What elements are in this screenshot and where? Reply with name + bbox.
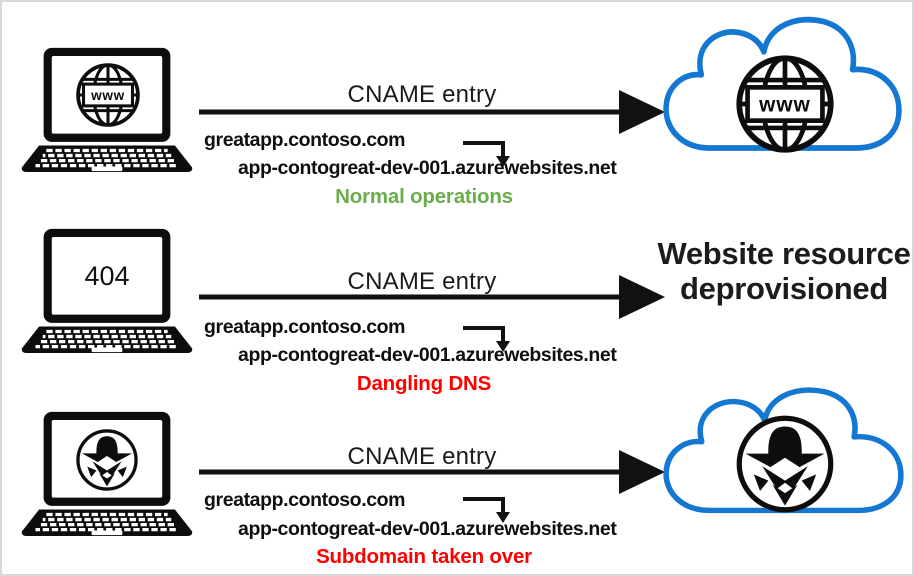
status-label-normal: Normal operations [335,185,513,208]
cname-entry-label: CNAME entry [347,81,497,108]
target-domain-text: app-contogreat-dev-001.azurewebsites.net [238,157,617,179]
deprovisioned-text: Website resource deprovisioned [657,236,911,306]
target-domain-text: app-contogreat-dev-001.azurewebsites.net [238,518,617,540]
cname-entry-label: CNAME entry [347,443,497,470]
globe-www-label: www [758,93,811,116]
cloud-globe-www-icon: www [733,52,837,156]
spy-icon [76,429,138,491]
source-domain-text: greatapp.contoso.com [204,316,406,338]
cname-entry-label: CNAME entry [347,268,497,295]
laptop-404-text: 404 [84,261,130,291]
right-arrow-icon [199,275,665,319]
target-domain-text: app-contogreat-dev-001.azurewebsites.net [238,344,617,366]
globe-www-icon: www [76,63,140,127]
status-label-dangling: Dangling DNS [356,372,492,395]
source-domain-text: greatapp.contoso.com [204,129,406,151]
status-label-takeover: Subdomain taken over [316,545,532,568]
cloud-spy-icon [733,412,837,516]
source-domain-text: greatapp.contoso.com [204,489,406,511]
globe-www-label: www [90,88,125,103]
